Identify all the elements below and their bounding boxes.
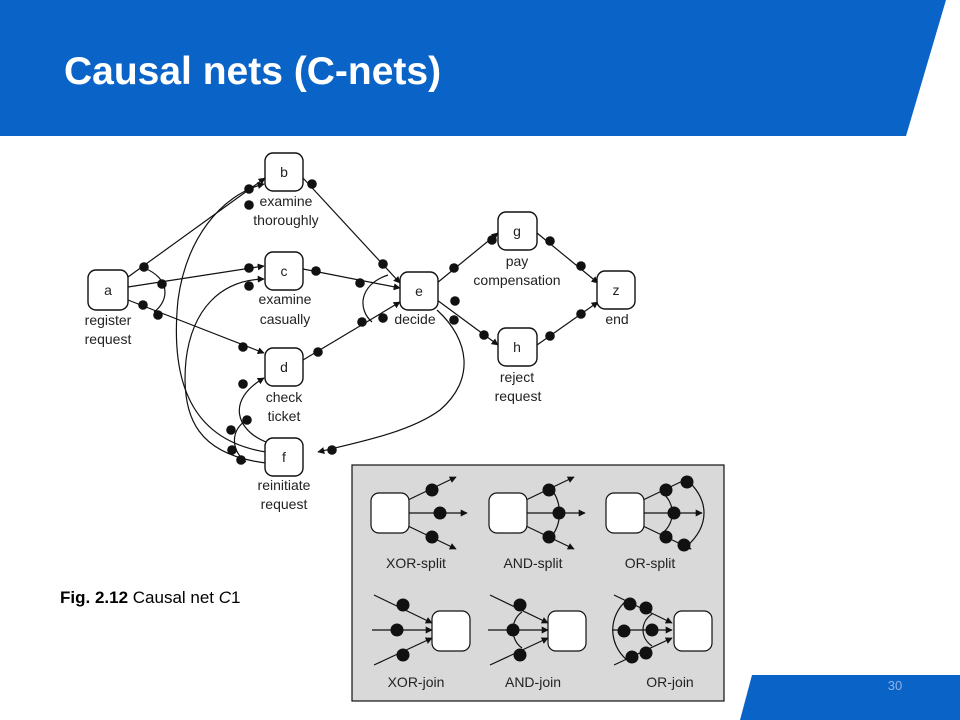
- activity-letter-a: a: [104, 282, 112, 298]
- activity-label-d: check: [266, 389, 304, 405]
- legend-label-or-split: OR-split: [625, 555, 676, 571]
- activity-text: a register request b examine thoroughly …: [85, 164, 629, 512]
- activity-label-a: request: [85, 331, 132, 347]
- arc-a-c: [127, 263, 265, 288]
- activity-label-f: request: [261, 496, 308, 512]
- binding-dot: [238, 379, 248, 389]
- legend-panel: XOR-split AND-split OR-split XOR-join AN…: [351, 464, 725, 702]
- legend-label-and-join: AND-join: [505, 674, 561, 690]
- binding-dot: [236, 455, 246, 465]
- activity-box-z: [596, 270, 636, 310]
- binding-dot: [226, 425, 236, 435]
- binding-dot: [479, 330, 489, 340]
- legend-label-or-join: OR-join: [646, 674, 693, 690]
- binding-dot: [450, 296, 460, 306]
- arc-f-d: [238, 377, 267, 443]
- binding-dot: [307, 179, 317, 189]
- arc-f-c: [184, 275, 267, 464]
- binding-dot: [311, 266, 321, 276]
- binding-a: [143, 267, 166, 313]
- activity-label-b: examine: [260, 193, 313, 209]
- activity-letter-b: b: [280, 164, 288, 180]
- binding-dot: [157, 279, 167, 289]
- binding-dot: [327, 445, 337, 455]
- activity-box-b: [264, 152, 304, 192]
- figure-caption: Fig. 2.12 Causal net C1: [60, 588, 241, 608]
- activity-label-a: register: [85, 312, 132, 328]
- activity-label-b: thoroughly: [253, 212, 318, 228]
- activity-label-e: decide: [394, 311, 435, 327]
- activity-label-h: request: [495, 388, 542, 404]
- binding-dot: [227, 445, 237, 455]
- binding-dot: [576, 261, 586, 271]
- activity-label-c: casually: [260, 311, 311, 327]
- legend-boxes: [370, 492, 713, 652]
- activity-letter-h: h: [513, 339, 521, 355]
- legend-label-xor-join: XOR-join: [388, 674, 445, 690]
- activity-label-c: examine: [259, 291, 312, 307]
- legend-dots: [390, 475, 694, 664]
- legend-label-and-split: AND-split: [503, 555, 562, 571]
- caption-net-index: 1: [231, 588, 241, 607]
- activity-label-g: pay: [506, 253, 529, 269]
- binding-dot: [138, 300, 148, 310]
- activity-box-c: [264, 251, 304, 291]
- caption-figure-number: Fig. 2.12: [60, 588, 129, 607]
- activity-box-f: [264, 437, 304, 477]
- binding-dot: [378, 313, 388, 323]
- activity-box-g: [497, 211, 538, 251]
- title-banner: [0, 0, 946, 136]
- binding-dot: [244, 281, 254, 291]
- activity-letter-f: f: [282, 449, 286, 465]
- page-number: 30: [887, 678, 903, 693]
- activity-label-f: reinitiate: [258, 477, 311, 493]
- binding-dot: [545, 236, 555, 246]
- binding-dot: [355, 278, 365, 288]
- footer-band: [740, 675, 960, 720]
- arc-e-h: [436, 299, 499, 346]
- arc-a-b: [127, 177, 266, 278]
- activity-letter-e: e: [415, 283, 423, 299]
- binding-dot: [449, 315, 459, 325]
- activity-label-h: reject: [500, 369, 534, 385]
- binding-dot: [244, 200, 254, 210]
- binding-dot: [238, 342, 248, 352]
- binding-dot: [545, 331, 555, 341]
- legend-background: [351, 464, 725, 702]
- activity-letter-c: c: [281, 263, 288, 279]
- activity-box-e: [399, 271, 439, 311]
- activity-label-g: compensation: [473, 272, 560, 288]
- slide-title: Causal nets (C-nets): [64, 50, 442, 93]
- activity-letter-d: d: [280, 359, 288, 375]
- binding-dot: [487, 235, 497, 245]
- activity-box-d: [264, 347, 304, 387]
- binding-dot: [244, 184, 254, 194]
- legend-label-xor-split: XOR-split: [386, 555, 446, 571]
- activity-label-z: end: [605, 311, 628, 327]
- binding-dot: [357, 317, 367, 327]
- activity-label-d: ticket: [268, 408, 301, 424]
- binding-dot: [244, 263, 254, 273]
- activity-box-a: [87, 269, 129, 311]
- activity-letter-z: z: [613, 282, 620, 298]
- binding-dot: [449, 263, 459, 273]
- binding-dot: [242, 415, 252, 425]
- binding-dot: [378, 259, 388, 269]
- binding-dot: [576, 309, 586, 319]
- activity-boxes: [87, 152, 636, 477]
- binding-dot: [153, 310, 163, 320]
- arc-e-f: [317, 309, 465, 454]
- binding-dots: [138, 179, 586, 465]
- binding-dot: [139, 262, 149, 272]
- binding-e-in: [362, 274, 389, 323]
- arc-f-b: [175, 182, 267, 453]
- binding-dot: [313, 347, 323, 357]
- caption-text: Causal net: [128, 588, 219, 607]
- caption-net-name: C: [218, 588, 232, 607]
- activity-box-h: [497, 327, 538, 367]
- activity-letter-g: g: [513, 223, 521, 239]
